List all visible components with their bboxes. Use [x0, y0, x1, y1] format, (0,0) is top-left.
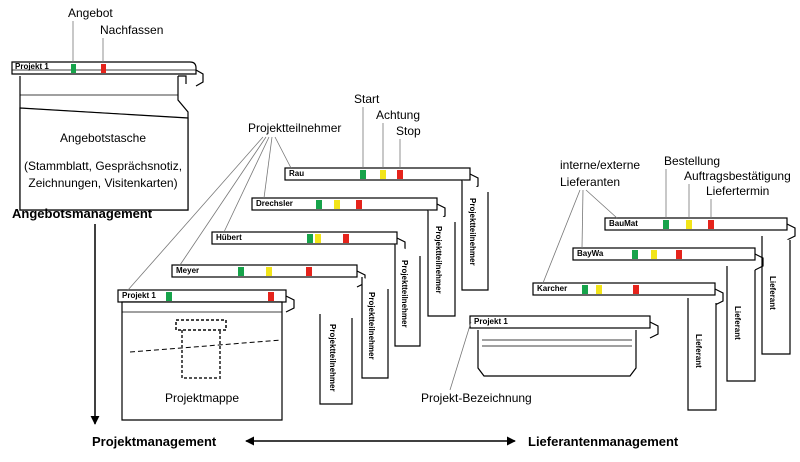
pocket-title: Angebotstasche [60, 131, 146, 145]
section-lieferantenmanagement: Lieferantenmanagement [528, 434, 679, 449]
supplier-folder-baumat: BauMat Lieferant [604, 217, 796, 355]
signal-angebot-green [71, 64, 76, 73]
label-liefertermin: Liefertermin [706, 184, 769, 198]
project-tab-label: Projekt 1 [122, 291, 156, 300]
label-interne-externe: interne/externe [560, 158, 640, 172]
participant-folder-rau: Rau Projektteilnehmer [284, 167, 489, 291]
offer-tab-label: Projekt 1 [15, 62, 49, 71]
tab-karcher: Karcher [537, 284, 567, 293]
participant-folder-huebert: Hübert Projektteilnehmer [211, 231, 421, 347]
section-projektmanagement: Projektmanagement [92, 434, 217, 449]
pocket-contents-1: (Stammblatt, Gesprächsnotiz, [24, 159, 182, 173]
tab-baumat: BauMat [609, 219, 638, 228]
tab-rau: Rau [289, 169, 304, 178]
label-projektteilnehmer: Projektteilnehmer [248, 121, 341, 135]
participant-folder-drechsler: Drechsler Projektteilnehmer [251, 197, 456, 317]
tab-meyer: Meyer [176, 266, 199, 275]
side-label-rau: Projektteilnehmer [468, 198, 477, 266]
signal-nachfassen-red [101, 64, 106, 73]
side-label-drechsler: Projektteilnehmer [434, 226, 443, 294]
side-label-front: Projektteilnehmer [328, 324, 337, 392]
label-angebot: Angebot [68, 6, 113, 20]
tab-huebert: Hübert [216, 233, 242, 242]
label-bestellung: Bestellung [664, 154, 720, 168]
label-auftragsbestaetigung: Auftragsbestätigung [684, 169, 791, 183]
label-lieferanten: Lieferanten [560, 175, 620, 189]
side-label-meyer: Projektteilnehmer [367, 292, 376, 360]
side-label-baywa: Lieferant [733, 306, 742, 340]
participant-folder-meyer: Meyer Projektteilnehmer [171, 264, 389, 379]
pocket-contents-2: Zeichnungen, Visitenkarten) [28, 176, 177, 190]
section-angebotsmanagement: Angebotsmanagement [12, 206, 153, 221]
label-stop: Stop [396, 124, 421, 138]
supplier-project-folder: Projekt 1 [469, 315, 659, 377]
side-label-huebert: Projektteilnehmer [400, 260, 409, 328]
label-start: Start [354, 92, 380, 106]
supplier-project-tab-label: Projekt 1 [474, 317, 508, 326]
supplier-folder-karcher: Karcher Lieferant [532, 282, 724, 411]
tab-baywa: BayWa [577, 249, 604, 258]
side-label-karcher: Lieferant [694, 334, 703, 368]
supplier-folder-baywa: BayWa Lieferant [572, 247, 764, 382]
project-folder: Projekt 1 Projektteilnehmer Projektmappe [117, 289, 353, 421]
tab-drechsler: Drechsler [256, 199, 293, 208]
offer-folder: Projekt 1 Angebotstasche (Stammblatt, Ge… [11, 61, 204, 211]
project-folder-title: Projektmappe [165, 391, 239, 405]
side-label-baumat: Lieferant [768, 276, 777, 310]
label-nachfassen: Nachfassen [100, 23, 163, 37]
label-achtung: Achtung [376, 108, 420, 122]
label-projekt-bezeichnung: Projekt-Bezeichnung [421, 391, 532, 405]
